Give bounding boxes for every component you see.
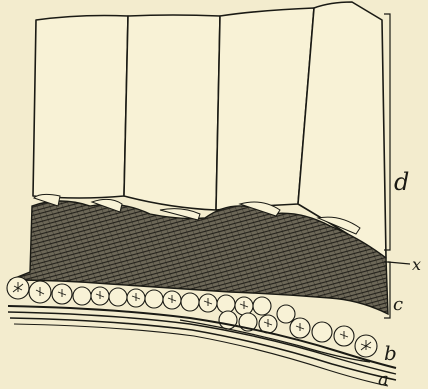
nucleus [109, 288, 127, 306]
nucleus [73, 287, 91, 305]
nucleus [277, 305, 295, 323]
nucleus [217, 295, 235, 313]
label-d: d [394, 168, 409, 196]
nucleus [253, 297, 271, 315]
column-cell-1 [33, 16, 128, 199]
nucleus [181, 293, 199, 311]
label-c: c [393, 294, 403, 315]
label-b: b [384, 341, 397, 365]
column-cell-2 [124, 15, 220, 210]
nucleus [145, 290, 163, 308]
nucleus [312, 322, 332, 342]
label-a: a [378, 369, 389, 389]
leader-x [388, 262, 410, 264]
label-leaders [384, 14, 410, 318]
basal-fibres [8, 306, 396, 386]
label-x: x [412, 255, 421, 274]
